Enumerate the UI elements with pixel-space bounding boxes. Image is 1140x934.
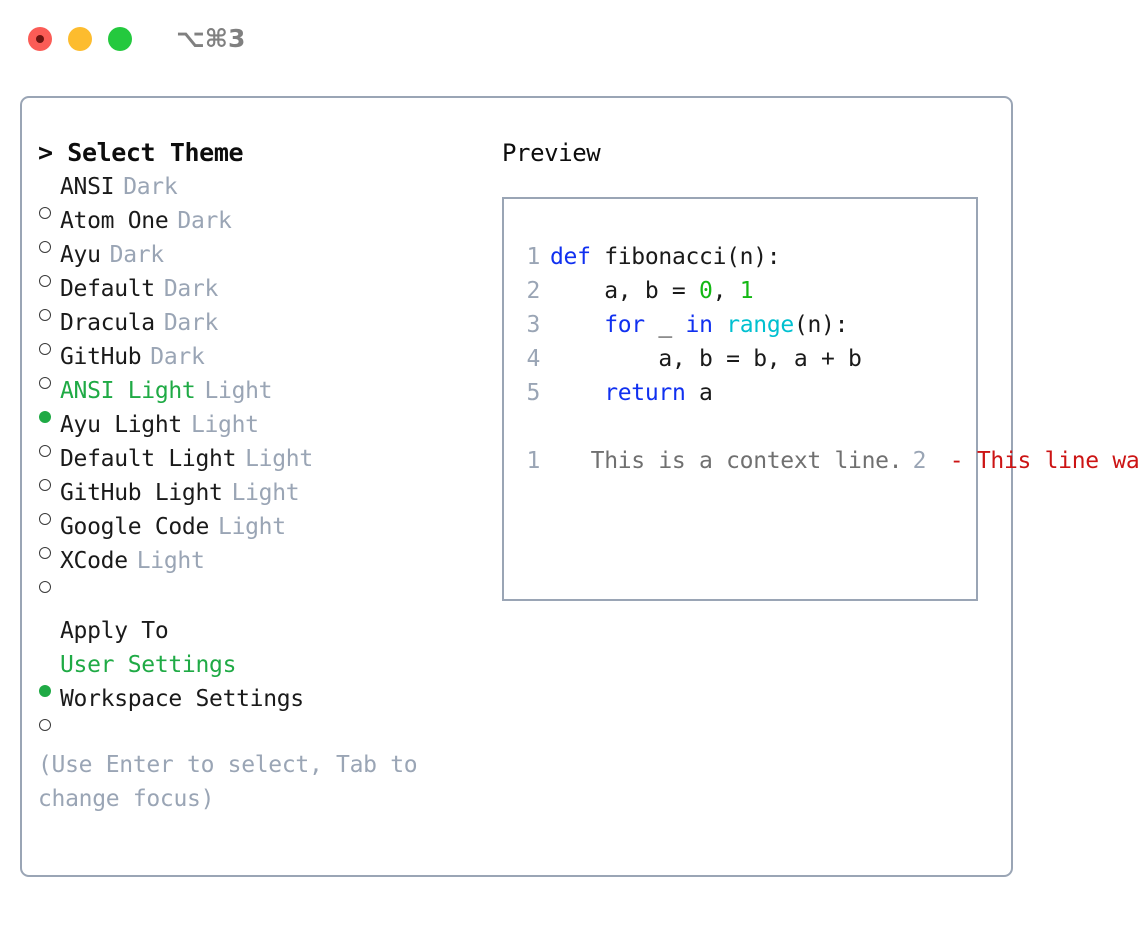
code-token (713, 312, 727, 338)
theme-option-xcode[interactable]: XCode Light (38, 544, 498, 593)
code-line: 4 a, b = b, a + b (516, 342, 862, 376)
line-number: 1 (526, 244, 540, 270)
option-variant-badge: Dark (177, 208, 232, 234)
code-token: _ (644, 312, 686, 338)
theme-option-ayu-light[interactable]: Ayu Light Light (38, 408, 498, 457)
option-variant-badge: Light (204, 378, 273, 404)
theme-option-default-light[interactable]: Default Light Light (38, 442, 498, 491)
select-theme-heading: > Select Theme (38, 138, 244, 167)
code-token: a, b = (550, 278, 700, 304)
option-variant-badge: Dark (163, 310, 219, 336)
line-number: 2 (526, 278, 540, 304)
code-token (550, 312, 604, 338)
code-line: 2 a, b = 0, 1 (516, 274, 862, 308)
code-token: range (726, 312, 794, 338)
code-line: 3 for _ in range(n): (516, 308, 862, 342)
code-line: 1 def fibonacci(n): (516, 240, 862, 274)
theme-option-ansi-light[interactable]: ANSI Light Light (38, 374, 498, 423)
theme-option-ansi[interactable]: ANSI Dark (38, 170, 498, 219)
minimize-button[interactable] (68, 27, 92, 51)
traffic-lights (28, 27, 132, 51)
theme-option-dracula[interactable]: Dracula Dark (38, 306, 498, 355)
option-variant-badge: Light (231, 480, 300, 506)
diff-line-text: This is a context line. (550, 448, 903, 474)
close-button[interactable] (28, 27, 52, 51)
diff-line-number: 1 (526, 448, 540, 474)
option-label: Google Code (60, 514, 210, 540)
option-variant-badge: Light (136, 548, 205, 574)
option-variant-badge: Light (218, 514, 286, 540)
theme-option-default[interactable]: Default Dark (38, 272, 498, 321)
code-token: for (604, 312, 645, 338)
code-token: return (604, 380, 686, 406)
theme-option-ayu[interactable]: Ayu Dark (38, 238, 498, 287)
option-label: Workspace Settings (60, 686, 304, 712)
theme-option-github[interactable]: GitHub Dark (38, 340, 498, 389)
keyboard-hint-line-1: (Use Enter to select, Tab to (38, 752, 418, 778)
option-label: Atom One (60, 208, 169, 234)
option-variant-badge: Dark (123, 174, 178, 200)
diff-line-number: 2 (912, 448, 927, 474)
code-token: , (712, 278, 740, 304)
diff-line: 1 This is a context line. (516, 448, 902, 474)
theme-option-github-light[interactable]: GitHub Light Light (38, 476, 498, 525)
code-token (550, 380, 604, 406)
option-variant-badge: Dark (163, 276, 219, 302)
option-label: Ayu (60, 242, 101, 268)
option-label: GitHub (60, 344, 142, 370)
code-token: (n): (793, 312, 849, 338)
line-number: 5 (526, 380, 540, 406)
code-token: a (685, 380, 713, 406)
option-label: Default Light (60, 446, 237, 472)
diff-line-text: - This line was deleted. (949, 448, 1140, 474)
diff-line: 2 - This line was deleted. (902, 448, 1140, 474)
code-token: in (685, 312, 713, 338)
option-label: User Settings (60, 652, 237, 678)
keyboard-hint: (Use Enter to select, Tab to change focu… (38, 748, 442, 816)
line-number: 3 (526, 312, 540, 338)
code-token: a, b = b, a + b (550, 346, 862, 372)
theme-option-google-code[interactable]: Google Code Light (38, 510, 498, 559)
line-number: 4 (526, 346, 540, 372)
code-token: def (550, 244, 605, 270)
preview-heading: Preview (502, 139, 601, 167)
option-variant-badge: Light (190, 412, 259, 438)
diff-sample: 1 This is a context line.2 - This line w… (516, 444, 1140, 478)
keyboard-shortcut-label: ⌥⌘3 (176, 23, 246, 53)
apply-to-heading: Apply To (60, 618, 169, 644)
apply-option-workspace-settings[interactable]: Workspace Settings (38, 682, 498, 731)
apply-option-user-settings[interactable]: User Settings (38, 648, 498, 697)
maximize-button[interactable] (108, 27, 132, 51)
option-variant-badge: Light (245, 446, 313, 472)
option-label: Dracula (60, 310, 155, 336)
option-label: XCode (60, 548, 128, 574)
option-label: Ayu Light (60, 412, 182, 438)
option-label: ANSI (60, 174, 115, 200)
window-titlebar: ⌥⌘3 (0, 0, 1140, 78)
theme-option-atom-one[interactable]: Atom One Dark (38, 204, 498, 253)
option-variant-badge: Dark (150, 344, 205, 370)
keyboard-hint-line-2: change focus) (38, 786, 215, 812)
code-token: fibonacci(n): (604, 244, 781, 270)
option-label: ANSI Light (60, 378, 196, 404)
option-label: Default (60, 276, 155, 302)
option-variant-badge: Dark (109, 242, 165, 268)
section-spacer (38, 578, 498, 614)
code-token: 0 (699, 278, 713, 304)
code-line: 5 return a (516, 376, 862, 410)
code-token: 1 (739, 278, 754, 304)
option-label: GitHub Light (60, 480, 223, 506)
